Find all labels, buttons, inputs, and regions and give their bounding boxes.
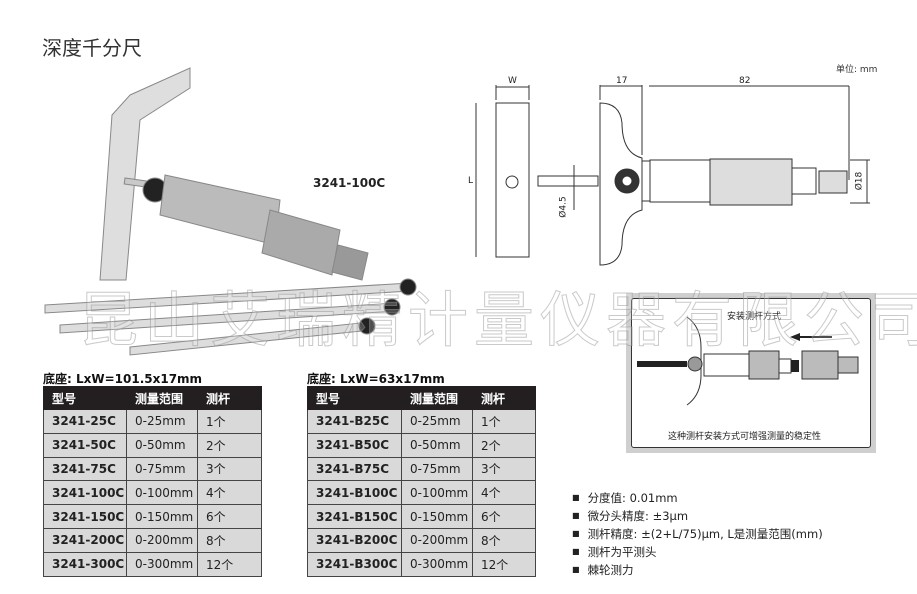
model-cell: 3241-100C: [43, 480, 127, 506]
model-cell: 3241-B75C: [307, 456, 402, 482]
model-cell: 3241-300C: [43, 551, 127, 577]
model-cell: 3241-150C: [43, 504, 127, 529]
model-cell: 3241-B300C: [307, 551, 402, 577]
col-header: 型号: [307, 386, 402, 410]
range-cell: 0-300mm: [126, 551, 198, 577]
range-cell: 0-25mm: [126, 409, 198, 434]
model-cell: 3241-200C: [43, 527, 127, 553]
range-cell: 0-200mm: [401, 527, 473, 553]
unit-label: 单位: mm: [836, 65, 878, 75]
range-cell: 0-150mm: [401, 504, 473, 529]
product-model-label: 3241-100C: [313, 176, 386, 190]
dim-82: 82: [739, 76, 751, 86]
rod-count-cell: 3个: [197, 456, 262, 482]
model-cell: 3241-75C: [43, 456, 127, 482]
range-cell: 0-200mm: [126, 527, 198, 553]
dimension-drawing: [475, 85, 870, 266]
spec-list: 分度值: 0.01mm 微分头精度: ±3μm 测杆精度: ±(2+L/75)μ…: [572, 489, 823, 579]
rod-count-cell: 1个: [197, 409, 262, 434]
spec-item: 测杆为平测头: [572, 543, 823, 561]
rod-count-cell: 8个: [197, 527, 262, 553]
rod-count-cell: 2个: [472, 432, 536, 458]
install-diagram: [637, 316, 859, 406]
rod-count-cell: 12个: [197, 551, 262, 577]
base-size-right: 底座: LxW=63x17mm: [307, 372, 445, 386]
spec-item: 分度值: 0.01mm: [572, 489, 823, 507]
dim-dia-18: Ø18: [854, 171, 865, 191]
model-cell: 3241-25C: [43, 409, 127, 434]
range-cell: 0-50mm: [126, 432, 198, 458]
base-size-left: 底座: LxW=101.5x17mm: [43, 372, 203, 386]
range-cell: 0-100mm: [401, 480, 473, 506]
col-header: 测杆: [197, 386, 262, 410]
rod-count-cell: 4个: [472, 480, 536, 506]
install-method-panel: 安装测杆方式 这种测杆安装方式可增强测量的稳定性: [626, 293, 876, 453]
spec-item: 微分头精度: ±3μm: [572, 507, 823, 525]
model-cell: 3241-B50C: [307, 432, 402, 458]
rod-count-cell: 8个: [472, 527, 536, 553]
col-header: 型号: [43, 386, 127, 410]
page-title: 深度千分尺: [42, 36, 142, 60]
range-cell: 0-25mm: [401, 409, 473, 434]
col-header: 测量范围: [126, 386, 198, 410]
spec-item: 测杆精度: ±(2+L/75)μm, L是测量范围(mm): [572, 525, 823, 543]
model-cell: 3241-B25C: [307, 409, 402, 434]
rod-count-cell: 1个: [472, 409, 536, 434]
spec-item: 棘轮测力: [572, 561, 823, 579]
measuring-rods: [44, 278, 417, 356]
rod-count-cell: 6个: [472, 504, 536, 529]
range-cell: 0-75mm: [401, 456, 473, 482]
dim-17: 17: [616, 76, 628, 86]
col-header: 测量范围: [401, 386, 473, 410]
model-cell: 3241-B150C: [307, 504, 402, 529]
model-cell: 3241-B100C: [307, 480, 402, 506]
rod-count-cell: 6个: [197, 504, 262, 529]
dim-dia-4-5: Ø4.5: [558, 196, 569, 218]
micrometer-photo: [99, 67, 369, 281]
install-caption: 这种测杆安装方式可增强测量的稳定性: [668, 432, 822, 442]
range-cell: 0-300mm: [401, 551, 473, 577]
range-cell: 0-150mm: [126, 504, 198, 529]
install-title: 安装测杆方式: [727, 312, 782, 322]
rod-count-cell: 2个: [197, 432, 262, 458]
rod-count-cell: 12个: [472, 551, 536, 577]
model-cell: 3241-B200C: [307, 527, 402, 553]
range-cell: 0-75mm: [126, 456, 198, 482]
range-cell: 0-50mm: [401, 432, 473, 458]
dim-l: L: [468, 176, 474, 186]
col-header: 测杆: [472, 386, 536, 410]
dim-w: W: [508, 76, 517, 86]
range-cell: 0-100mm: [126, 480, 198, 506]
watermark: 昆山艾瑞精计量仪器有限公司: [78, 286, 917, 357]
model-cell: 3241-50C: [43, 432, 127, 458]
rod-count-cell: 3个: [472, 456, 536, 482]
rod-count-cell: 4个: [197, 480, 262, 506]
